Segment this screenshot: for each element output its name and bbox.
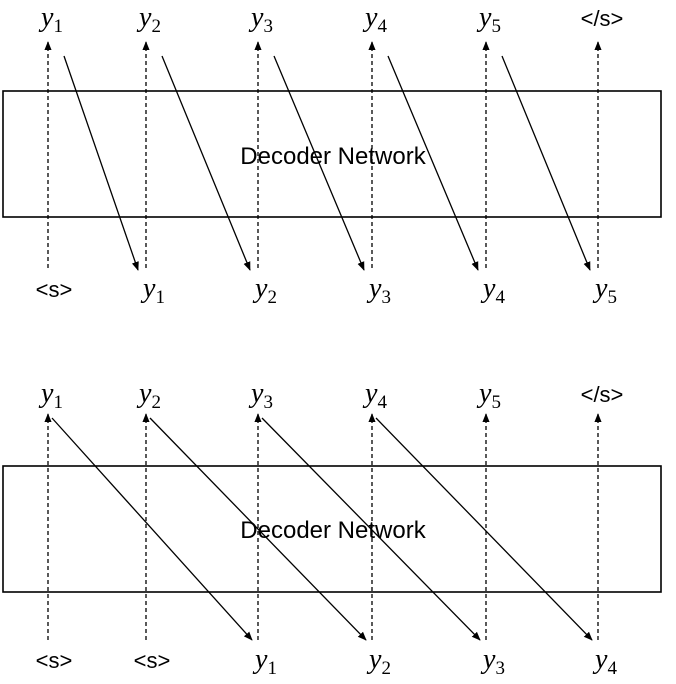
label-base: y (252, 644, 268, 675)
label-subscript: 4 (495, 287, 505, 308)
connections-layer (44, 41, 602, 641)
label-base: y (480, 273, 496, 304)
label-base: y (366, 644, 382, 675)
end-token-label: </s> (581, 6, 624, 31)
label-subscript: 5 (491, 392, 501, 413)
input-label: y4 (592, 644, 617, 679)
label-subscript: 5 (607, 287, 617, 308)
label-base: y (362, 2, 378, 33)
output-label: y5 (476, 378, 501, 413)
label-subscript: 4 (377, 392, 387, 413)
feedback-arrow (375, 417, 593, 641)
label-base: y (248, 2, 264, 33)
label-subscript: 3 (263, 392, 273, 413)
feedback-arrow (501, 55, 591, 271)
label-subscript: 2 (381, 658, 391, 679)
label-base: y (136, 378, 152, 409)
input-label: y4 (480, 273, 505, 308)
label-base: y (140, 273, 156, 304)
label-base: y (592, 273, 608, 304)
feedback-arrow (51, 417, 253, 641)
label-base: y (592, 644, 608, 675)
label-base: y (248, 378, 264, 409)
label-base: y (476, 2, 492, 33)
output-label: y2 (136, 378, 161, 413)
output-label: y3 (248, 2, 273, 37)
label-base: y (366, 273, 382, 304)
label-base: y (38, 2, 54, 33)
feedback-arrow (149, 417, 367, 641)
label-subscript: 2 (267, 287, 277, 308)
output-label: y5 (476, 2, 501, 37)
label-subscript: 1 (155, 287, 165, 308)
boxes-layer (2, 90, 662, 593)
label-subscript: 1 (53, 392, 63, 413)
input-label: y3 (480, 644, 505, 679)
label-subscript: 3 (495, 658, 505, 679)
input-label: y3 (366, 273, 391, 308)
label-base: y (252, 273, 268, 304)
label-base: y (476, 378, 492, 409)
decoder-network-box (2, 90, 662, 218)
input-label: y2 (252, 273, 277, 308)
output-label: y3 (248, 378, 273, 413)
input-label: y5 (592, 273, 617, 308)
output-label: y1 (38, 378, 63, 413)
feedback-arrow (63, 55, 139, 271)
output-label: y2 (136, 2, 161, 37)
label-subscript: 4 (607, 658, 617, 679)
output-label: y4 (362, 2, 387, 37)
end-token-label: </s> (581, 382, 624, 407)
label-subscript: 1 (53, 16, 63, 37)
start-token-label: <s> (36, 648, 73, 673)
decoder-network-title: Decoder Network (240, 517, 426, 544)
label-subscript: 3 (381, 287, 391, 308)
label-base: y (362, 378, 378, 409)
label-base: y (480, 644, 496, 675)
label-subscript: 1 (267, 658, 277, 679)
label-base: y (38, 378, 54, 409)
label-subscript: 3 (263, 16, 273, 37)
decoder-network-title: Decoder Network (240, 143, 426, 170)
feedback-arrow (161, 55, 251, 271)
input-label: y2 (366, 644, 391, 679)
label-base: y (136, 2, 152, 33)
label-subscript: 2 (151, 392, 161, 413)
input-label: y1 (252, 644, 277, 679)
output-label: y1 (38, 2, 63, 37)
start-token-label: <s> (134, 648, 171, 673)
label-subscript: 2 (151, 16, 161, 37)
start-token-label: <s> (36, 277, 73, 302)
decoder-network-box (2, 465, 662, 593)
feedback-arrow (261, 417, 481, 641)
output-label: y4 (362, 378, 387, 413)
label-subscript: 4 (377, 16, 387, 37)
input-label: y1 (140, 273, 165, 308)
label-subscript: 5 (491, 16, 501, 37)
